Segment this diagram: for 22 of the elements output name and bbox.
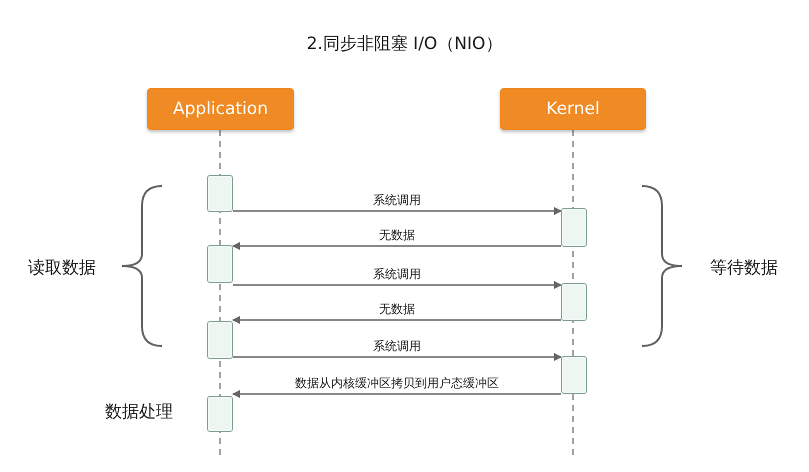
activation-box <box>207 396 233 432</box>
phase-label: 数据处理 <box>105 401 173 423</box>
edge-label: 无数据 <box>377 301 417 318</box>
participant-box: Application <box>147 88 294 130</box>
phase-label: 读取数据 <box>28 257 96 279</box>
arrow <box>232 316 561 324</box>
edge-label: 无数据 <box>377 227 417 244</box>
title: 2.同步非阻塞 I/O（NIO） <box>306 33 504 55</box>
activation-box <box>561 356 587 394</box>
activation-box <box>207 321 233 359</box>
activation-box <box>207 245 233 283</box>
activation-box <box>207 175 233 212</box>
arrow <box>232 390 561 398</box>
edge-label: 数据从内核缓冲区拷贝到用户态缓冲区 <box>293 375 501 392</box>
activation-box <box>561 208 587 247</box>
arrow <box>233 207 562 215</box>
activation-box <box>561 283 587 321</box>
arrow <box>233 353 562 361</box>
participant-box: Kernel <box>500 88 646 130</box>
arrow <box>232 242 561 250</box>
phase-label: 等待数据 <box>710 257 778 279</box>
arrow <box>233 281 562 289</box>
